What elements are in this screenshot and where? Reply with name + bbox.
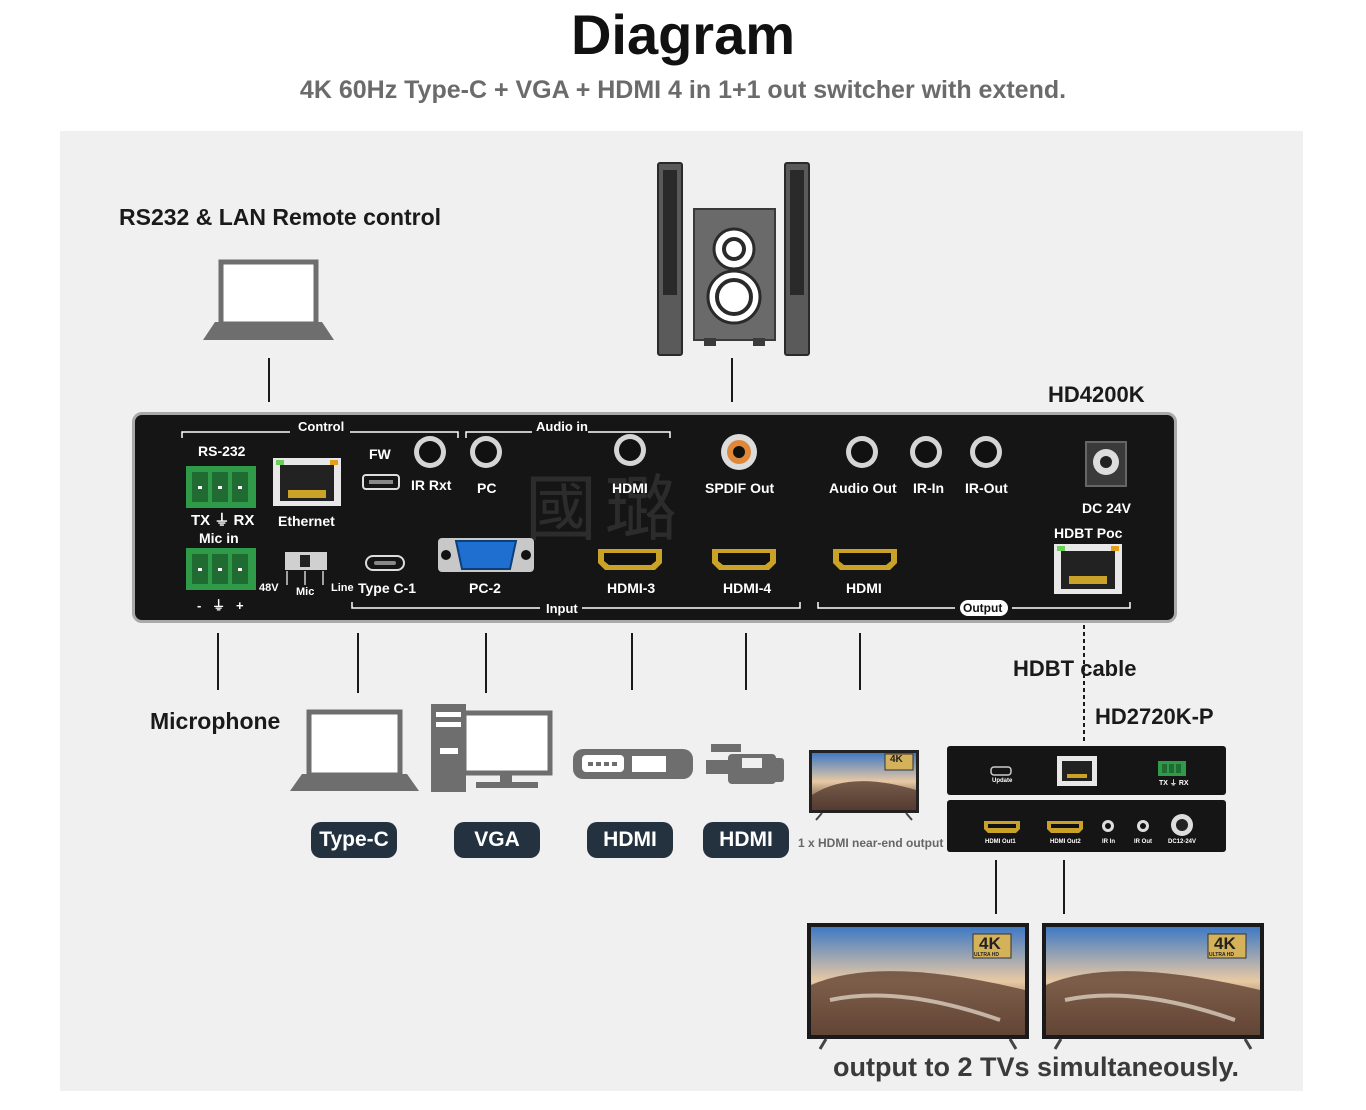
camcorder-icon <box>706 744 784 784</box>
switch-48v-label: 48V <box>259 582 279 594</box>
receiver-hdmi-out2-label: HDMI Out2 <box>1050 839 1081 845</box>
switch-mic-label: Mic <box>296 586 315 598</box>
mic-line-switch <box>285 552 327 585</box>
source-vga-pill: VGA <box>454 822 540 858</box>
ethernet-port <box>273 458 341 506</box>
dc-jack <box>1085 441 1127 487</box>
tv-2-badge-sub: ULTRA HD <box>1209 952 1234 958</box>
rs232-terminal <box>186 466 256 508</box>
audio-out-label: Audio Out <box>829 480 897 496</box>
mic-in-label: Mic in <box>199 530 239 546</box>
group-output-label: Output <box>963 601 1003 615</box>
hdmi-audio-label: HDMI <box>612 480 648 496</box>
receiver-update-label: Update <box>992 778 1013 784</box>
mic-pins-label: - ⏚ + <box>197 598 244 613</box>
hdmi-out-label: HDMI <box>846 580 882 596</box>
type-c1-label: Type C-1 <box>358 580 417 596</box>
main-model-label: HD4200K <box>1048 382 1145 407</box>
ir-rxt-label: IR Rxt <box>411 477 452 493</box>
spdif-port <box>721 434 757 470</box>
laptop-icon <box>203 259 334 340</box>
tv-badge-small: 4K <box>890 754 903 765</box>
ir-out-label: IR-Out <box>965 480 1008 496</box>
mic-terminal <box>186 548 256 590</box>
source-hdmi-camera-pill: HDMI <box>703 822 789 858</box>
source-type-c-pill: Type-C <box>311 822 397 858</box>
receiver-ir-out-label: IR Out <box>1134 839 1152 845</box>
hdmi-ports <box>598 549 897 570</box>
pc-audio-label: PC <box>477 480 497 496</box>
group-control-label: Control <box>298 419 345 434</box>
tv-1-badge: 4K <box>979 934 1001 953</box>
hdbt-cable-label: HDBT cable <box>1013 656 1137 681</box>
pc2-label: PC-2 <box>469 580 501 596</box>
receiver-ir-in-label: IR In <box>1102 839 1115 845</box>
group-input-label: Input <box>546 601 578 616</box>
media-player-icon <box>573 749 693 779</box>
tv-1-badge-sub: ULTRA HD <box>974 952 999 958</box>
footer-caption: output to 2 TVs simultaneously. <box>833 1052 1240 1082</box>
receiver-tx-rx-label: TX ⏚ RX <box>1159 780 1189 787</box>
near-end-label: 1 x HDMI near-end output <box>798 836 944 850</box>
tv-2-badge: 4K <box>1214 934 1236 953</box>
remote-control-label: RS232 & LAN Remote control <box>119 204 442 230</box>
rs232-label: RS-232 <box>198 443 246 459</box>
watermark: 國璐 <box>525 470 686 550</box>
speaker-icon <box>657 162 810 356</box>
source-laptop-icon <box>290 709 419 791</box>
tx-rx-label: TX ⏚ RX <box>191 512 255 529</box>
receiver-dc-label: DC12-24V <box>1168 839 1197 845</box>
spdif-out-label: SPDIF Out <box>705 480 775 496</box>
fw-label: FW <box>369 446 391 462</box>
ethernet-label: Ethernet <box>278 513 335 529</box>
receiver-model-label: HD2720K-P <box>1095 704 1214 729</box>
hdmi4-label: HDMI-4 <box>723 580 772 596</box>
hdbt-poc-label: HDBT Poc <box>1054 525 1123 541</box>
hd4200k-rear-panel <box>132 412 1177 623</box>
audio-jacks <box>414 434 1002 468</box>
page-subtitle: 4K 60Hz Type-C + VGA + HDMI 4 in 1+1 out… <box>299 76 1067 104</box>
dc-24v-label: DC 24V <box>1082 500 1132 516</box>
page-title: Diagram <box>570 3 796 66</box>
microphone-label: Microphone <box>150 708 281 734</box>
desktop-pc-icon <box>431 704 553 792</box>
hdbt-port <box>1054 544 1122 594</box>
hdmi3-label: HDMI-3 <box>607 580 656 596</box>
ir-in-label: IR-In <box>913 480 945 496</box>
source-hdmi-player-pill: HDMI <box>587 822 673 858</box>
group-audio-in-label: Audio in <box>536 419 588 434</box>
receiver-hdmi-out1-label: HDMI Out1 <box>985 839 1016 845</box>
switch-line-label: Line <box>331 582 354 594</box>
vga-port <box>438 538 534 572</box>
